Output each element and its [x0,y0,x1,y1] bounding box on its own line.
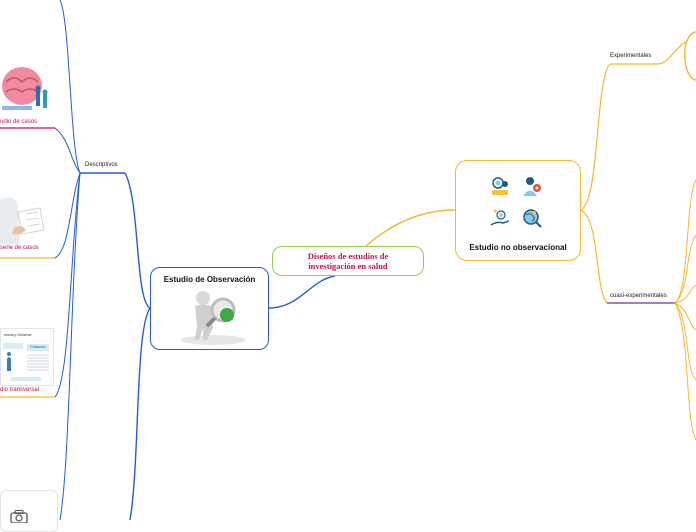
central-title-line1: Diseños de estudios de [307,251,389,261]
hand-molecule-icon [490,209,510,226]
magnifier-figure-icon [181,291,245,345]
connector-lines [0,0,696,520]
branch-cuasi-experimentales[interactable]: cuasi-experimentales [610,293,667,299]
doctor-photo [0,190,46,244]
globe-search-icon [523,209,542,228]
non-observational-study-title: Estudio no observacional [469,243,567,252]
non-observational-study-node[interactable]: Estudio no observacional [455,160,581,261]
observation-study-title: Estudio de Observación [163,275,256,284]
brain-illustration [2,67,48,110]
central-topic[interactable]: Diseños de estudios de investigación en … [272,246,424,276]
leaf-serie-de-casos[interactable]: serie de casos [0,245,39,251]
lab-scientist-icon [492,177,508,195]
camera-button[interactable] [0,490,58,532]
thumb-column-header: Población [27,344,49,351]
leaf-estudio-de-casos[interactable]: udio de casos [0,119,38,125]
leaf-estudio-transversal[interactable]: dio transversal [0,387,40,393]
doctor-icon [523,177,541,196]
thumb-table-graphic [3,343,49,381]
camera-icon [10,509,28,523]
central-title-line2: investigación en salud [308,261,388,271]
thumb-title: rencia y Números [4,333,32,337]
transversal-study-thumbnail: rencia y Números Población [0,328,54,386]
observation-study-node[interactable]: Estudio de Observación [150,267,269,350]
branch-descriptivos[interactable]: Descriptivos [85,162,118,168]
branch-experimentales[interactable]: Experimentales [610,53,652,59]
